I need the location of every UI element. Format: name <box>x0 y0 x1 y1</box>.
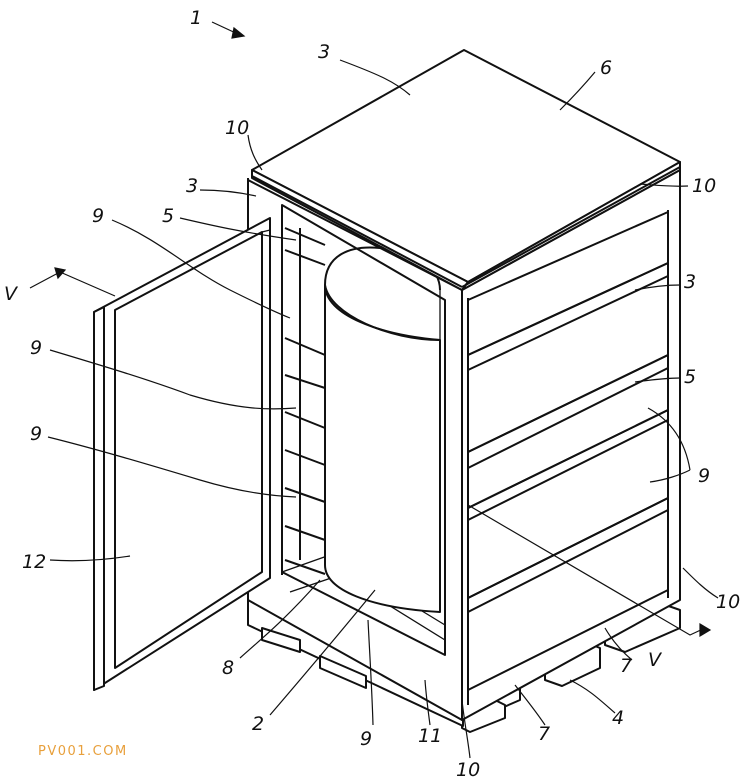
watermark: PV001.COM <box>38 744 128 759</box>
label-3-right: 3 <box>684 271 696 293</box>
leader-lines <box>47 59 719 759</box>
reference-labels: 1 3 6 10 3 10 9 5 3 V 9 5 9 9 12 10 V 8 … <box>4 7 740 780</box>
label-v-right: V <box>648 649 663 671</box>
interior-slats <box>284 227 326 575</box>
side-slats <box>467 210 669 705</box>
label-2: 2 <box>252 713 264 735</box>
label-9-top: 9 <box>92 205 104 227</box>
top-lid <box>251 49 681 291</box>
label-v-left: V <box>4 283 19 305</box>
container-box <box>247 49 681 721</box>
label-9-right: 9 <box>698 465 710 487</box>
label-5-right: 5 <box>684 366 696 388</box>
label-11: 11 <box>418 725 442 747</box>
label-3-top-left: 3 <box>318 41 330 63</box>
label-1: 1 <box>190 7 202 29</box>
label-10-left-top: 10 <box>225 117 249 139</box>
label-10-right-bottom: 10 <box>716 591 740 613</box>
reference-arrow <box>211 21 246 39</box>
label-9-lower-left: 9 <box>30 423 42 445</box>
label-7-bottom: 7 <box>538 723 550 745</box>
label-9-bottom: 9 <box>360 728 372 750</box>
label-10-bottom: 10 <box>456 759 480 780</box>
section-line-v <box>29 267 712 638</box>
label-10-right-top: 10 <box>692 175 716 197</box>
label-6: 6 <box>600 57 612 79</box>
label-5-left: 5 <box>162 205 174 227</box>
label-12: 12 <box>22 551 46 573</box>
label-4: 4 <box>612 707 624 729</box>
label-8: 8 <box>222 657 234 679</box>
label-7-right: 7 <box>620 655 632 677</box>
label-3-left: 3 <box>186 175 198 197</box>
label-9-mid-left: 9 <box>30 337 42 359</box>
open-door <box>93 217 271 691</box>
